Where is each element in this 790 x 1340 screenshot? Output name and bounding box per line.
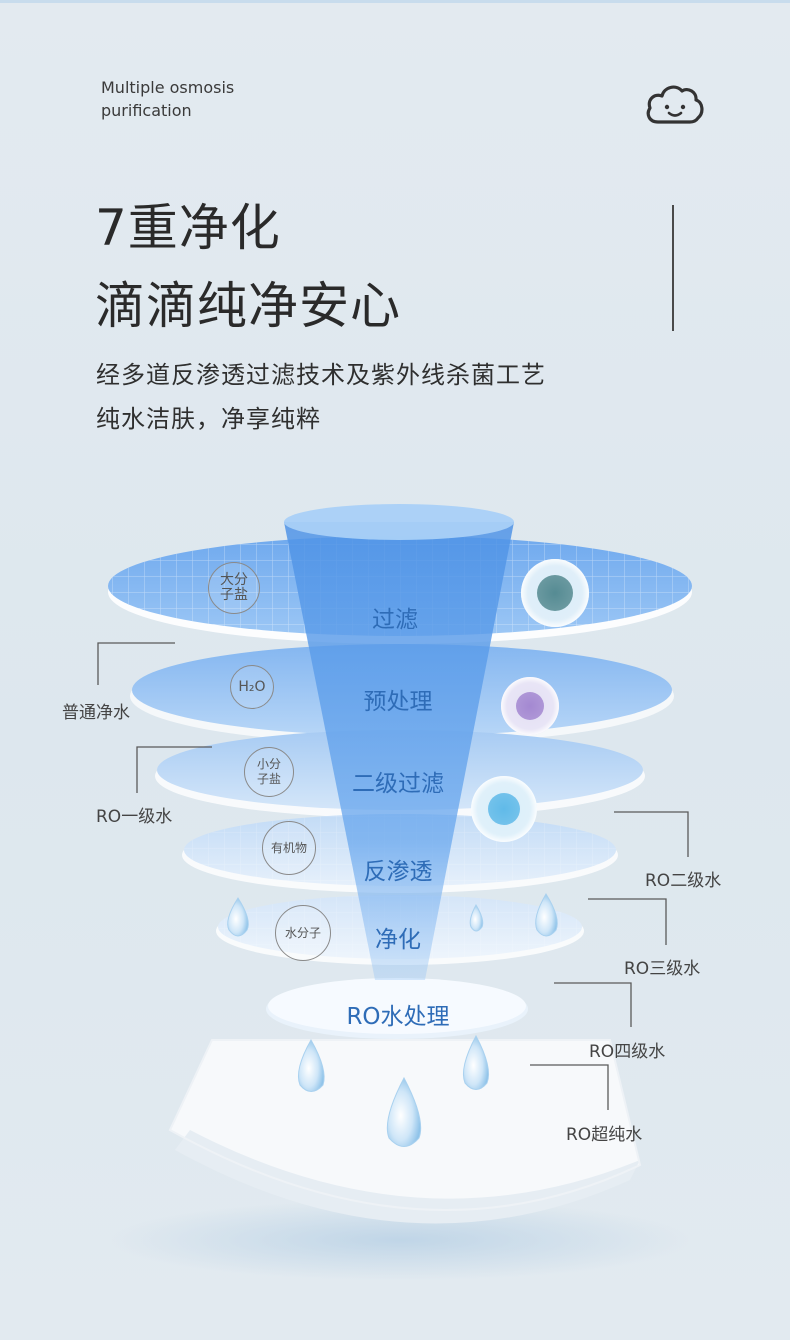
grade-label-ro-grade1: RO一级水 bbox=[96, 807, 173, 827]
tagline-line1: Multiple osmosis bbox=[101, 78, 235, 97]
vertical-accent-bar bbox=[672, 205, 674, 331]
headline-line2: 滴滴纯净安心 bbox=[95, 277, 401, 335]
grade-label-ro-ultrapure: RO超纯水 bbox=[566, 1125, 643, 1145]
particle-bubble-large-salt: 大分 子盐 bbox=[208, 562, 260, 614]
layer-label-secondary-filter: 二级过滤 bbox=[352, 771, 444, 797]
particle-bubble-organic: 有机物 bbox=[262, 821, 316, 875]
headline-line1: 7重净化 bbox=[95, 199, 281, 257]
grade-label-normal-water: 普通净水 bbox=[62, 703, 130, 723]
water-funnel bbox=[284, 522, 514, 980]
contaminant-orbs bbox=[471, 559, 589, 842]
grade-label-ro-grade2: RO二级水 bbox=[645, 871, 722, 891]
smiling-cloud-icon bbox=[646, 85, 704, 124]
description-line2: 纯水洁肤，净享纯粹 bbox=[96, 405, 321, 433]
particle-bubble-water-molecule: 水分子 bbox=[275, 905, 331, 961]
layer-label-filter: 过滤 bbox=[372, 607, 418, 633]
tagline-line2: purification bbox=[101, 101, 192, 120]
layer-label-reverse-osmosis: 反渗透 bbox=[363, 859, 433, 885]
description-line1: 经多道反渗透过滤技术及紫外线杀菌工艺 bbox=[96, 361, 546, 389]
top-divider bbox=[0, 0, 790, 3]
layer-label-purify: 净化 bbox=[375, 927, 421, 953]
grade-label-ro-grade4: RO四级水 bbox=[589, 1042, 666, 1062]
layer-label-ro-treatment: RO水处理 bbox=[346, 1004, 450, 1030]
layer-label-pretreatment: 预处理 bbox=[363, 689, 433, 715]
english-tagline: Multiple osmosis purification bbox=[101, 76, 361, 122]
grade-label-ro-grade3: RO三级水 bbox=[624, 959, 701, 979]
particle-bubble-small-salt: 小分 子盐 bbox=[244, 747, 294, 797]
water-droplets bbox=[227, 893, 558, 1147]
callout-lines bbox=[97, 642, 689, 1110]
particle-bubble-h2o: H₂O bbox=[230, 665, 274, 709]
